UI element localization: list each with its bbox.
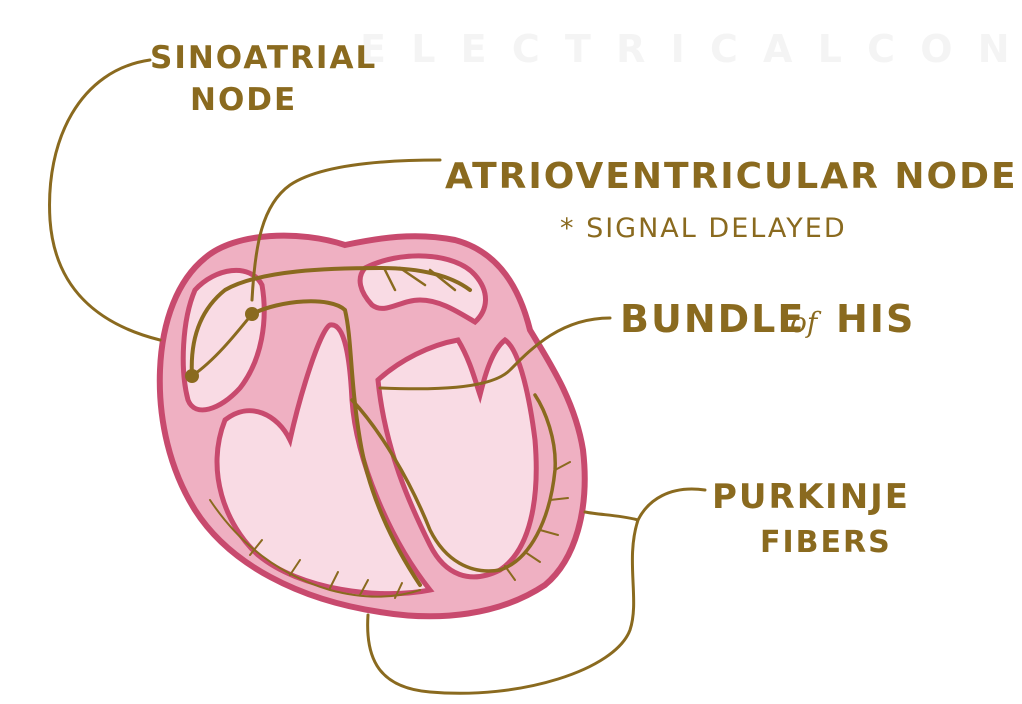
purkinje-leader-line <box>366 487 707 695</box>
atrioventricular-node-dot <box>245 307 259 321</box>
sa-leader-line <box>48 58 162 342</box>
atrioventricular-label: ATRIOVENTRICULAR NODE <box>445 156 1018 197</box>
right-atrium-chamber <box>180 267 267 413</box>
bundle-label: BUNDLE <box>620 297 805 341</box>
sinoatrial-node-dot <box>185 369 199 383</box>
purkinje-fibers <box>209 461 571 599</box>
bundle-of-his-path <box>250 299 422 587</box>
purkinje-label-line1: PURKINJE <box>712 477 910 517</box>
leader-lines <box>48 58 707 695</box>
left-atrium-chamber <box>357 253 488 326</box>
his-label: HIS <box>836 297 915 341</box>
bundle-leader-line <box>378 316 612 391</box>
purkinje-leader-branch <box>583 510 640 522</box>
atrial-branch <box>383 266 457 292</box>
internodal-pathway <box>189 266 472 378</box>
sinoatrial-label-line2: NODE <box>190 82 297 118</box>
signal-delayed-note: * SIGNAL DELAYED <box>560 213 847 244</box>
internodal-pathway-2 <box>190 312 254 378</box>
left-ventricle-chamber <box>375 336 539 580</box>
purkinje-label-line2: FIBERS <box>760 525 892 560</box>
sinoatrial-label-line1: SINOATRIAL <box>150 40 377 76</box>
bundle-branch-left <box>350 393 557 573</box>
bundle-of-word: of <box>790 306 822 339</box>
conduction-system <box>185 266 571 599</box>
background-watermark-text: E L E C T R I C A L C O N D U C T I O N <box>360 27 1022 71</box>
av-leader-line <box>250 158 442 302</box>
